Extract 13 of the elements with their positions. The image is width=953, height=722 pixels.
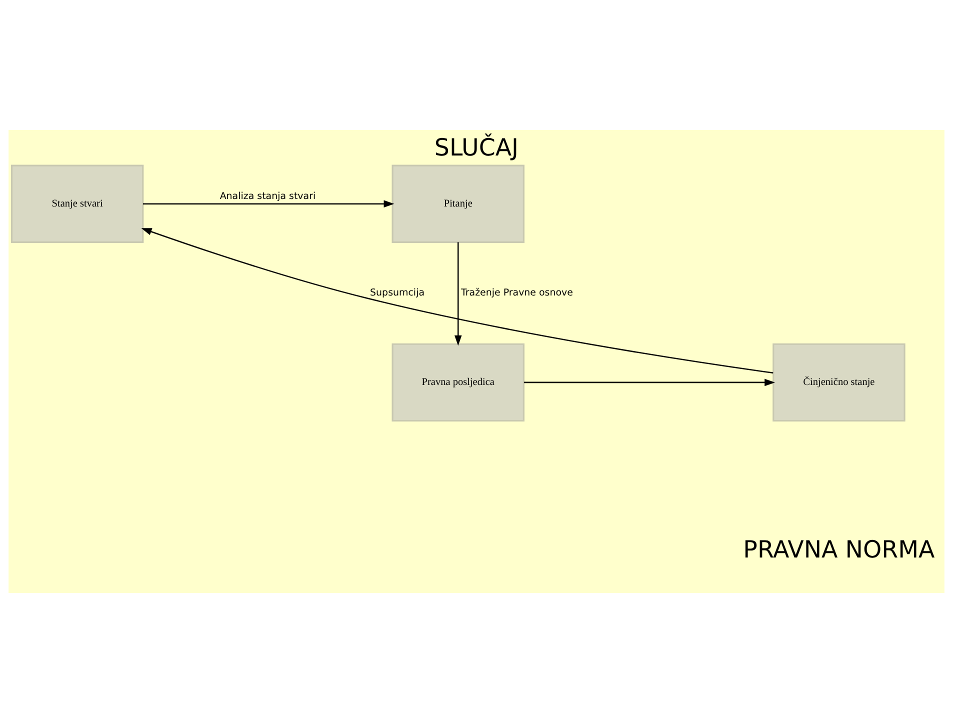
node-box: Pitanje — [392, 164, 524, 242]
node-box: Pravna posljedica — [392, 342, 524, 422]
arrow — [454, 242, 462, 346]
arrow — [142, 200, 394, 208]
node-box: Stanje stvari — [10, 164, 144, 242]
edge-label: Analiza stanja stvari — [220, 190, 316, 202]
edge-label: Supsumcija — [370, 287, 425, 298]
diagram-title: SLUČAJ — [434, 132, 519, 161]
node-box: Činjenično stanje — [772, 342, 906, 422]
caption: PRAVNA NORMA — [743, 534, 935, 563]
arrow — [141, 228, 774, 374]
arrow — [524, 378, 776, 386]
edge-label: Traženje Pravne osnove — [461, 287, 573, 298]
